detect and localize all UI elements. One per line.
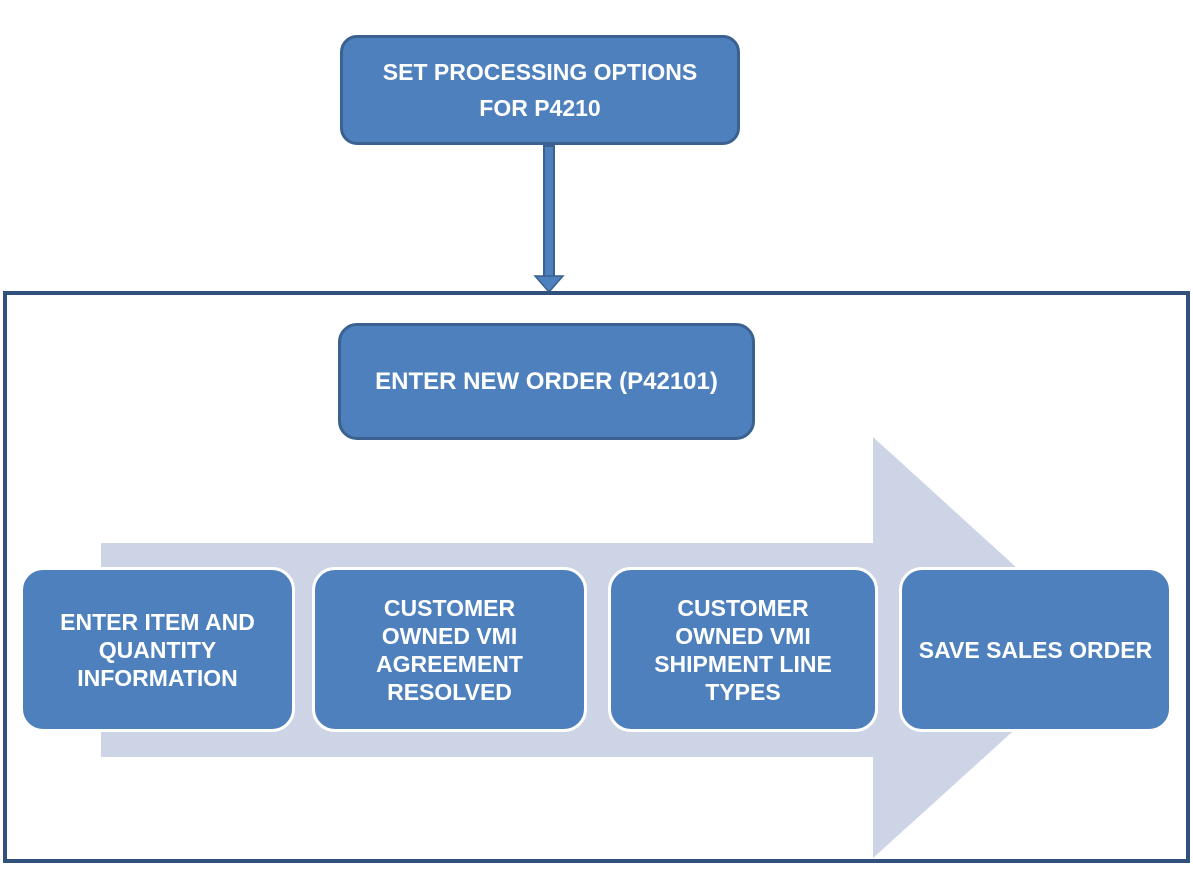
node-step-save-sales-order: SAVE SALES ORDER <box>899 567 1172 732</box>
node-set-processing-options-label: SET PROCESSING OPTIONS FOR P4210 <box>382 59 698 121</box>
node-step-enter-item-quantity: ENTER ITEM AND QUANTITY INFORMATION <box>20 567 295 732</box>
node-enter-new-order: ENTER NEW ORDER (P42101) <box>338 323 755 440</box>
node-step-save-sales-order-label: SAVE SALES ORDER <box>918 636 1153 663</box>
node-step-vmi-agreement-resolved-label: CUSTOMER OWNED VMI AGREEMENT RESOLVED <box>376 594 523 705</box>
node-step-vmi-shipment-line-types: CUSTOMER OWNED VMI SHIPMENT LINE TYPES <box>608 567 878 732</box>
down-arrow-shaft <box>543 145 555 278</box>
node-enter-new-order-label: ENTER NEW ORDER (P42101) <box>375 367 718 395</box>
node-step-enter-item-quantity-label: ENTER ITEM AND QUANTITY INFORMATION <box>60 608 255 691</box>
node-step-vmi-agreement-resolved: CUSTOMER OWNED VMI AGREEMENT RESOLVED <box>312 567 587 732</box>
node-set-processing-options: SET PROCESSING OPTIONS FOR P4210 <box>340 35 740 145</box>
node-step-vmi-shipment-line-types-label: CUSTOMER OWNED VMI SHIPMENT LINE TYPES <box>654 594 832 705</box>
down-arrow-icon <box>533 275 565 294</box>
